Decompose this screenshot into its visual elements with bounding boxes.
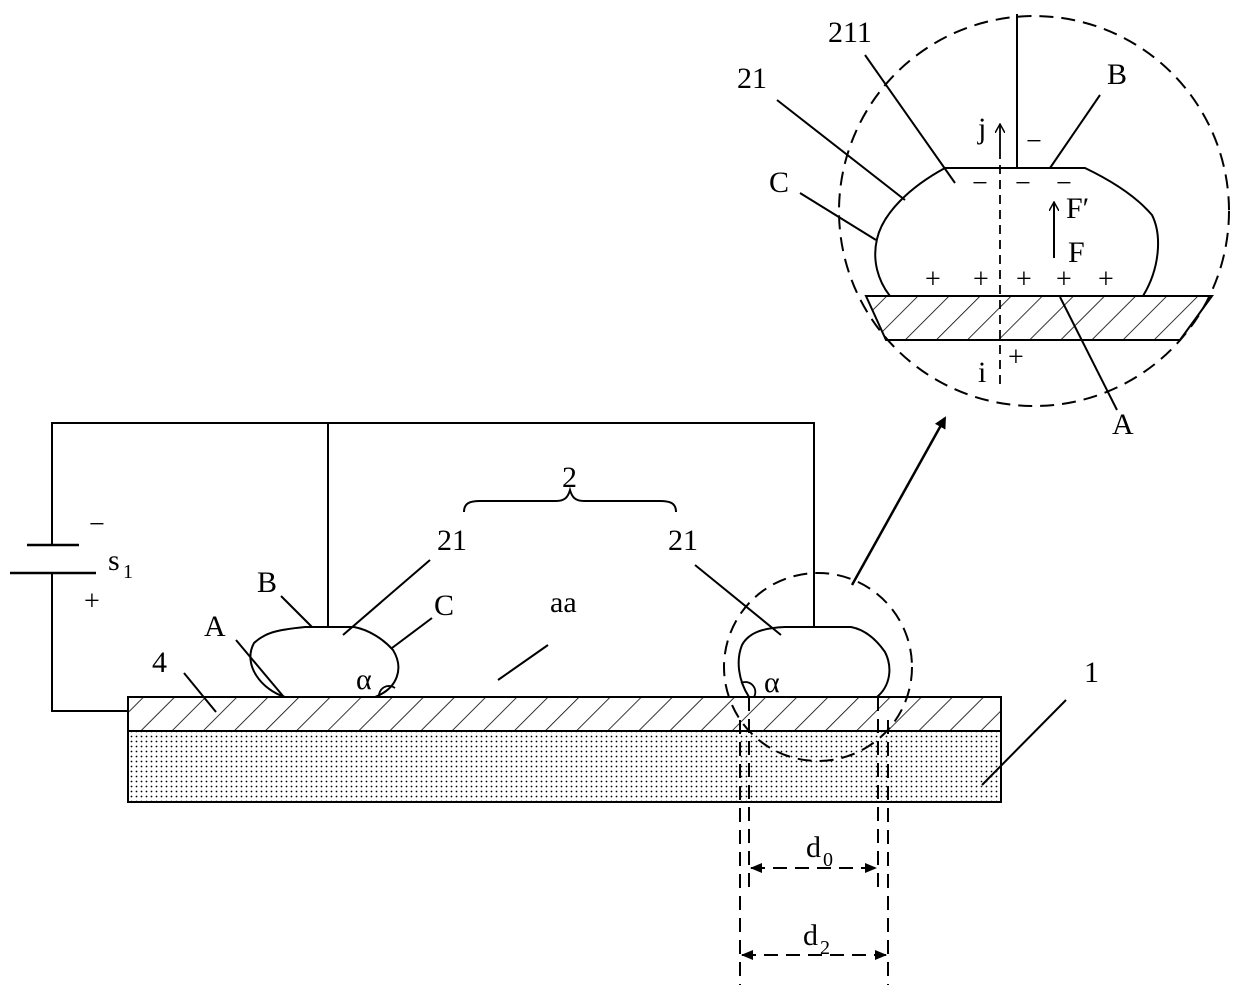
label-droplet-right: 21: [668, 524, 698, 557]
label-left-B: B: [257, 566, 277, 599]
droplet-left: [250, 627, 398, 697]
inset-neg-charge: −: [1056, 168, 1072, 199]
inset-label-211: 211: [828, 16, 872, 49]
battery-label: s: [108, 544, 120, 577]
label-layer-4: 4: [152, 646, 167, 679]
inset-plus-bottom: +: [1008, 342, 1024, 373]
inset-pos-charge: +: [1056, 264, 1072, 295]
battery-pos-sign: +: [84, 586, 100, 617]
electrode-layer-4: [128, 697, 1001, 731]
dimension-d2-label: d: [803, 919, 818, 952]
label-droplet-left: 21: [437, 524, 467, 557]
label-left-C: C: [434, 589, 454, 622]
inset-neg-charge: −: [1015, 168, 1031, 199]
label-gap-aa: aa: [550, 586, 577, 619]
inset-minus-top: −: [1026, 126, 1042, 157]
zoom-arrow: [852, 418, 945, 585]
battery-label-sub: 1: [123, 561, 133, 583]
label-left-A: A: [204, 610, 226, 643]
inset-label-j: j: [977, 112, 986, 145]
inset-pos-charge: +: [925, 264, 941, 295]
inset-pos-charge: +: [1016, 264, 1032, 295]
inset-label-B: B: [1107, 58, 1127, 91]
battery-s1: [10, 545, 96, 573]
inset: 211 21 B C A j i + − F′ F − − − + + + + …: [737, 14, 1229, 441]
inset-label-C: C: [769, 166, 789, 199]
inset-label-21: 21: [737, 62, 767, 95]
inset-pos-charge: +: [1098, 264, 1114, 295]
inset-label-A: A: [1112, 408, 1134, 441]
substrate-layer-1: [128, 731, 1001, 802]
contact-angle-left: α: [356, 663, 372, 696]
inset-label-i: i: [978, 356, 986, 389]
group-label: 2: [562, 461, 577, 494]
battery-neg-sign: −: [89, 509, 105, 540]
droplet-right: [739, 627, 890, 697]
inset-electrode-layer: [866, 296, 1212, 340]
label-substrate-1: 1: [1084, 656, 1099, 689]
dimension-d0-sub: 0: [823, 849, 833, 871]
dimension-d2-sub: 2: [820, 937, 830, 959]
inset-neg-charge: −: [972, 168, 988, 199]
inset-pos-charge: +: [973, 264, 989, 295]
contact-angle-right: α: [764, 666, 780, 699]
dimension-d0-label: d: [806, 831, 821, 864]
